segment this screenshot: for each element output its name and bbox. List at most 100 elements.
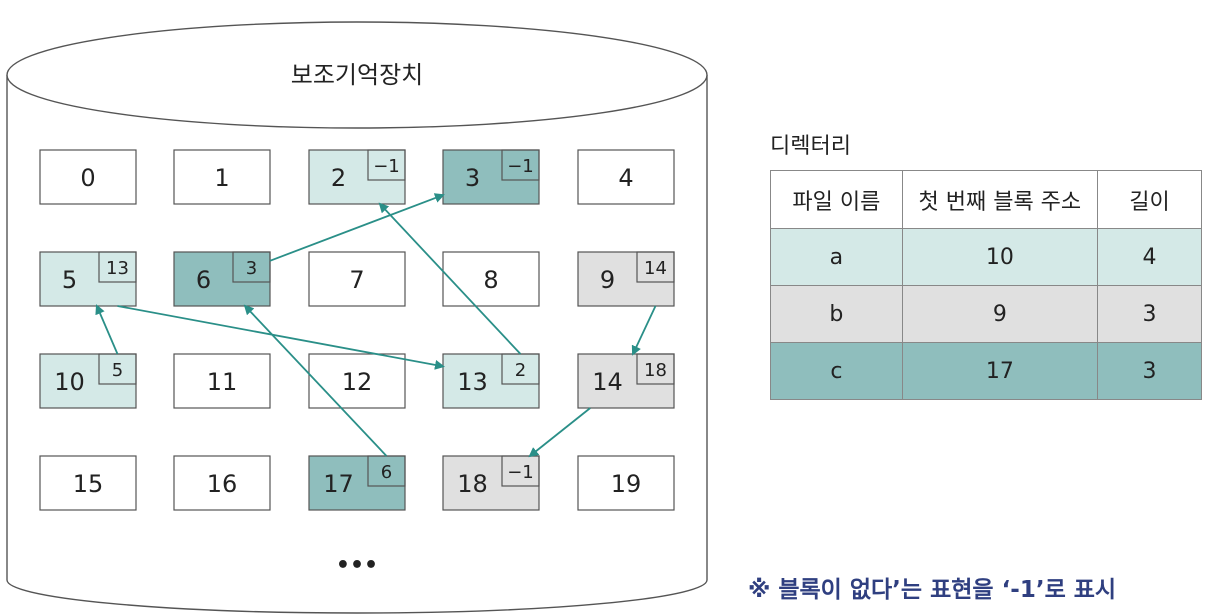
block-rect (577, 149, 675, 205)
block-number: 4 (618, 164, 633, 192)
block-number: 2 (331, 164, 346, 192)
block-8: 8 (442, 251, 540, 307)
block-rect (39, 149, 137, 205)
directory-row-b: b 9 3 (770, 285, 1203, 343)
pointer-value: 14 (644, 258, 667, 279)
pointer-value: 5 (112, 360, 123, 381)
link-arrow-17-to-6 (243, 304, 388, 457)
pointer-value: −1 (373, 156, 400, 177)
block-number: 16 (207, 470, 238, 498)
block-number: 12 (342, 368, 373, 396)
block-rect (173, 149, 271, 205)
cell-start: 17 (901, 342, 1098, 400)
block-number: 0 (80, 164, 95, 192)
block-number: 1 (214, 164, 229, 192)
block-rect (442, 149, 540, 205)
block-number: 11 (207, 368, 238, 396)
block-number: 8 (483, 266, 498, 294)
cylinder-label: 보조기억장치 (291, 61, 423, 89)
block-number: 7 (349, 266, 364, 294)
block-rect (39, 455, 137, 511)
block-number: 18 (457, 470, 488, 498)
link-arrow-6-to-3 (269, 193, 445, 262)
block-4: 4 (577, 149, 675, 205)
footnote: ※ 블록이 없다’는 표현을 ‘-1’로 표시 (748, 577, 1117, 603)
block-rect (39, 353, 137, 409)
block-rect (173, 353, 271, 409)
block-number: 3 (465, 164, 480, 192)
block-rect (577, 353, 675, 409)
header-length: 길이 (1096, 170, 1203, 229)
block-number: 13 (457, 368, 488, 396)
block-rect (308, 149, 406, 205)
cylinder-top (6, 21, 708, 129)
cell-start: 10 (901, 228, 1098, 286)
block-11: 11 (173, 353, 271, 409)
block-19: 19 (577, 455, 675, 511)
block-rect (442, 251, 540, 307)
block-2: 2 −1 (308, 149, 406, 205)
directory-table: 파일 이름 첫 번째 블록 주소 길이 a 10 4 b 9 3 c 17 3 (770, 170, 1203, 400)
directory-row-a: a 10 4 (770, 228, 1203, 286)
cell-length: 3 (1096, 342, 1203, 400)
ellipsis: ••• (336, 553, 378, 578)
links-layer (95, 193, 657, 458)
pointer-value: 2 (515, 360, 526, 381)
block-number: 15 (73, 470, 104, 498)
block-rect (173, 455, 271, 511)
block-rect (308, 353, 406, 409)
pointer-box (98, 251, 137, 283)
directory-row-c: c 17 3 (770, 342, 1203, 400)
cell-length: 3 (1096, 285, 1203, 343)
block-7: 7 (308, 251, 406, 307)
link-arrow-10-to-5 (95, 304, 119, 355)
pointer-value: 13 (106, 258, 129, 279)
pointer-box (232, 251, 271, 283)
block-rect (577, 455, 675, 511)
block-number: 9 (600, 266, 615, 294)
block-0: 0 (39, 149, 137, 205)
directory-header-row: 파일 이름 첫 번째 블록 주소 길이 (770, 170, 1203, 229)
link-arrow-13-to-2 (378, 202, 522, 355)
block-3: 3 −1 (442, 149, 540, 205)
block-number: 5 (62, 266, 77, 294)
pointer-value: 6 (381, 462, 392, 483)
block-17: 17 6 (308, 455, 406, 511)
cell-name: a (770, 228, 903, 286)
block-9: 9 14 (577, 251, 675, 307)
pointer-box (501, 149, 540, 181)
link-arrow-9-to-14 (631, 305, 657, 356)
directory-title: 디렉터리 (770, 134, 851, 159)
block-number: 19 (611, 470, 642, 498)
pointer-value: 18 (644, 360, 667, 381)
block-rect (173, 251, 271, 307)
block-13: 13 2 (442, 353, 540, 409)
block-rect (39, 251, 137, 307)
link-arrow-14-to-18 (528, 407, 591, 458)
block-14: 14 18 (577, 353, 675, 409)
block-rect (308, 251, 406, 307)
block-number: 10 (54, 368, 85, 396)
cell-start: 9 (901, 285, 1098, 343)
pointer-value: −1 (507, 156, 534, 177)
block-1: 1 (173, 149, 271, 205)
block-12: 12 (308, 353, 406, 409)
link-arrow-5-to-13 (117, 305, 445, 370)
cell-name: b (770, 285, 903, 343)
cell-length: 4 (1096, 228, 1203, 286)
cell-name: c (770, 342, 903, 400)
pointer-value: 3 (246, 258, 257, 279)
block-number: 14 (592, 368, 623, 396)
pointer-box (501, 455, 540, 487)
pointer-box (636, 251, 675, 283)
header-file-name: 파일 이름 (770, 170, 903, 229)
block-10: 10 5 (39, 353, 137, 409)
block-number: 17 (323, 470, 354, 498)
header-first-block: 첫 번째 블록 주소 (901, 170, 1098, 229)
pointer-box (367, 149, 406, 181)
block-number: 6 (196, 266, 211, 294)
pointer-value: −1 (507, 462, 534, 483)
